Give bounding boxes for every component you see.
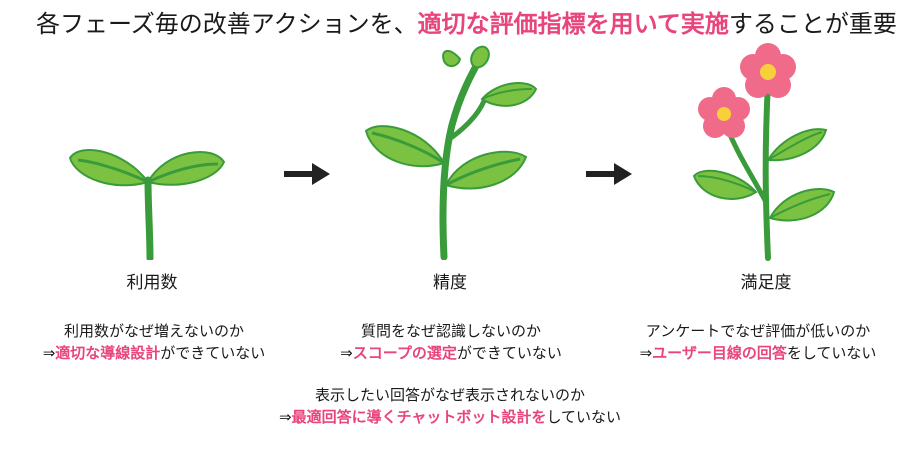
stage-label-usage: 利用数 <box>126 273 178 293</box>
arrow-right-icon <box>586 163 632 185</box>
flower-plant-illustration <box>692 43 836 261</box>
stage-desc-usage: 利用数がなぜ増えないのか ⇒適切な導線設計ができていない <box>16 320 292 364</box>
desc-question: 質問をなぜ認識しないのか <box>360 322 541 340</box>
bottom-question: 表示したい回答がなぜ表示されないのか <box>314 386 585 404</box>
desc-question: アンケートでなぜ評価が低いのか <box>645 322 871 340</box>
stage-desc-satisfaction: アンケートでなぜ評価が低いのか ⇒ユーザー目線の回答をしていない <box>622 320 894 364</box>
headline-highlight: 適切な評価指標を用いて実施 <box>417 10 729 38</box>
flower-top <box>740 43 796 98</box>
desc-answer: ⇒ユーザー目線の回答をしていない <box>639 344 877 362</box>
headline-part1: 各フェーズ毎の改善アクションを、 <box>36 10 418 38</box>
arrow-right-icon <box>284 163 330 185</box>
bottom-note: 表示したい回答がなぜ表示されないのか ⇒最適回答に導くチャットボット設計をしてい… <box>230 384 670 428</box>
flower-left <box>698 87 750 138</box>
desc-answer: ⇒スコープの選定ができていない <box>340 344 562 362</box>
leafy-plant-illustration <box>364 45 538 260</box>
bottom-answer: ⇒最適回答に導くチャットボット設計をしていない <box>279 408 621 426</box>
page-title: 各フェーズ毎の改善アクションを、適切な評価指標を用いて実施することが重要 <box>36 8 897 40</box>
stage-label-accuracy: 精度 <box>433 273 467 293</box>
stage-desc-accuracy: 質問をなぜ認識しないのか ⇒スコープの選定ができていない <box>318 320 584 364</box>
sprout-illustration <box>68 149 226 260</box>
headline-part2: することが重要 <box>728 10 897 38</box>
stage-label-satisfaction: 満足度 <box>740 273 792 293</box>
desc-question: 利用数がなぜ増えないのか <box>63 322 244 340</box>
desc-answer: ⇒適切な導線設計ができていない <box>42 344 266 362</box>
